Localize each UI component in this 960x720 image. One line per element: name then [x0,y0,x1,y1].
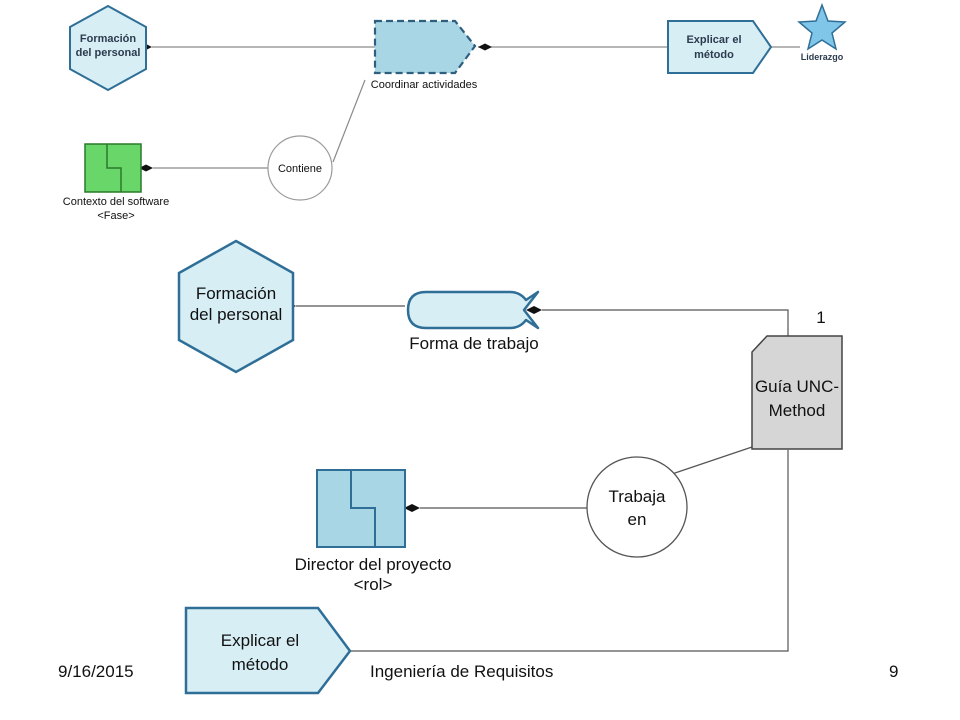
top-diamond-contexto [139,164,153,172]
bottom-formacion-node[interactable]: Formación del personal [177,239,295,374]
top-connector-contiene-coordinar [332,79,366,163]
bottom-director-label-2: <rol> [354,575,393,594]
bottom-guia-label-1: Guía UNC- [755,377,839,396]
star-icon [797,2,847,51]
footer-title: Ingeniería de Requisitos [370,662,554,681]
bottom-formacion-label-2: del personal [190,305,283,324]
bottom-forma-label: Forma de trabajo [409,334,538,353]
top-contiene-node[interactable]: Contiene [267,135,333,201]
bottom-trabaja-node[interactable]: Trabaja en [586,456,688,558]
bottom-forma-node[interactable]: Forma de trabajo [406,290,540,353]
top-contexto-label-1: Contexto del software [63,196,169,208]
top-coordinar-node[interactable]: Coordinar actividades [371,19,478,91]
top-liderazgo-node[interactable]: Liderazgo [797,2,847,62]
bottom-trabaja-label-2: en [628,510,647,529]
bottom-explicar-node[interactable]: Explicar el método [184,606,352,695]
top-diamond-coordinar [478,43,492,51]
top-formacion-node[interactable]: Formación del personal [69,4,147,92]
top-formacion-label-2: del personal [76,47,141,59]
bottom-connector-explicar-guia [350,450,789,652]
top-explicar-label-2: método [694,49,734,61]
top-coordinar-label: Coordinar actividades [371,79,478,91]
footer-date: 9/16/2015 [58,662,134,681]
bottom-director-node[interactable]: Director del proyecto <rol> [295,469,452,594]
top-contiene-label: Contiene [278,163,322,175]
top-contexto-label-2: <Fase> [97,210,134,222]
bottom-formacion-label-1: Formación [196,284,276,303]
top-liderazgo-label: Liderazgo [801,52,844,62]
bottom-explicar-label-1: Explicar el [221,631,299,650]
footer-page-number: 9 [889,662,899,681]
top-formacion-label-1: Formación [80,33,137,45]
bottom-trabaja-label-1: Trabaja [608,487,666,506]
bottom-diamond-forma [526,306,542,314]
bottom-explicar-label-2: método [232,655,289,674]
bottom-guia-node[interactable]: Guía UNC- Method [751,335,843,450]
bottom-guia-label-2: Method [769,401,826,420]
bottom-diamond-director [404,504,420,512]
top-explicar-node[interactable]: Explicar el método [667,20,773,74]
bottom-multiplicity-label: 1 [816,308,825,327]
top-explicar-label-1: Explicar el [686,34,741,46]
bottom-connector-trabaja-guia [671,446,753,475]
bottom-director-label-1: Director del proyecto [295,555,452,574]
bottom-connector-forma-guia [542,309,789,336]
top-contexto-node[interactable]: Contexto del software <Fase> [63,143,169,222]
